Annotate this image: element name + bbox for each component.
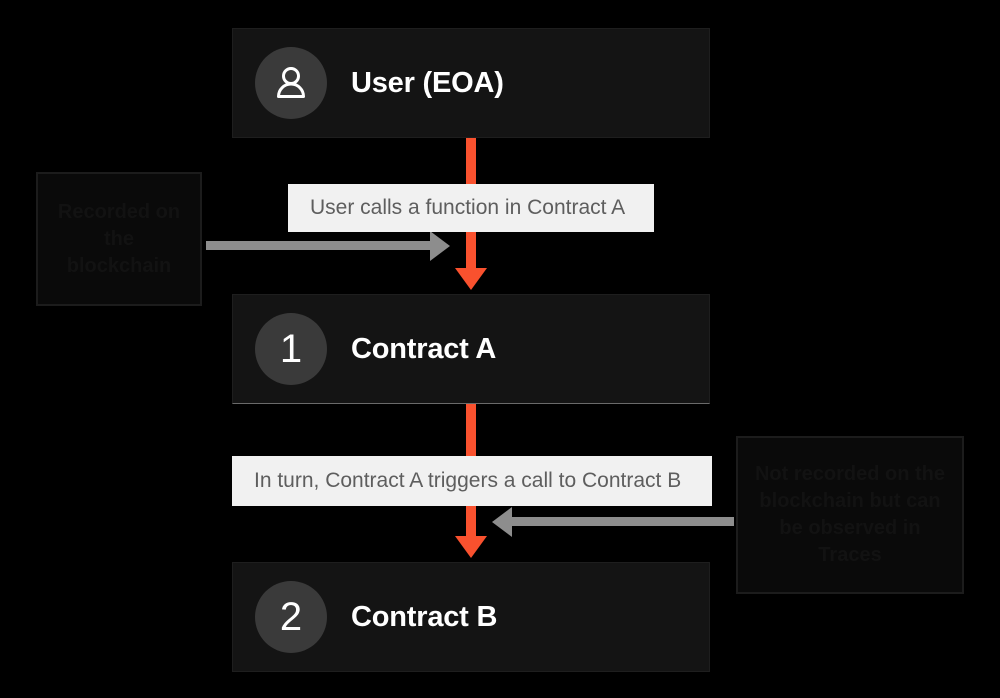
- gray-arrowhead-left-icon: [492, 507, 512, 537]
- orange-connector-caption-to-contract-b: [466, 504, 476, 540]
- annotation-recorded-on-blockchain: Recorded on the blockchain: [36, 172, 202, 306]
- node-user-eoa-label: User (EOA): [351, 66, 504, 99]
- orange-connector-contract-a-to-caption: [466, 404, 476, 456]
- annotation-not-recorded-observed-in-traces: Not recorded on the blockchain but can b…: [736, 436, 964, 594]
- orange-arrowhead-contract-b: [455, 536, 487, 558]
- person-icon: [271, 63, 311, 103]
- gray-pointer-line-left: [206, 241, 432, 250]
- gray-pointer-line-right: [512, 517, 734, 526]
- contract-a-number-badge: 1: [255, 313, 327, 385]
- caption-contract-a-triggers-call: In turn, Contract A triggers a call to C…: [232, 456, 712, 506]
- user-avatar-badge: [255, 47, 327, 119]
- node-user-eoa[interactable]: User (EOA): [232, 28, 710, 138]
- caption-user-calls-function: User calls a function in Contract A: [288, 184, 654, 232]
- orange-connector-user-to-caption: [466, 138, 476, 190]
- contract-b-number-badge: 2: [255, 581, 327, 653]
- orange-arrowhead-contract-a: [455, 268, 487, 290]
- orange-connector-caption-to-contract-a: [466, 230, 476, 272]
- gray-arrowhead-right-icon: [430, 231, 450, 261]
- node-contract-b[interactable]: 2 Contract B: [232, 562, 710, 672]
- node-contract-b-label: Contract B: [351, 600, 498, 633]
- node-contract-a-label: Contract A: [351, 332, 497, 365]
- node-contract-a[interactable]: 1 Contract A: [232, 294, 710, 404]
